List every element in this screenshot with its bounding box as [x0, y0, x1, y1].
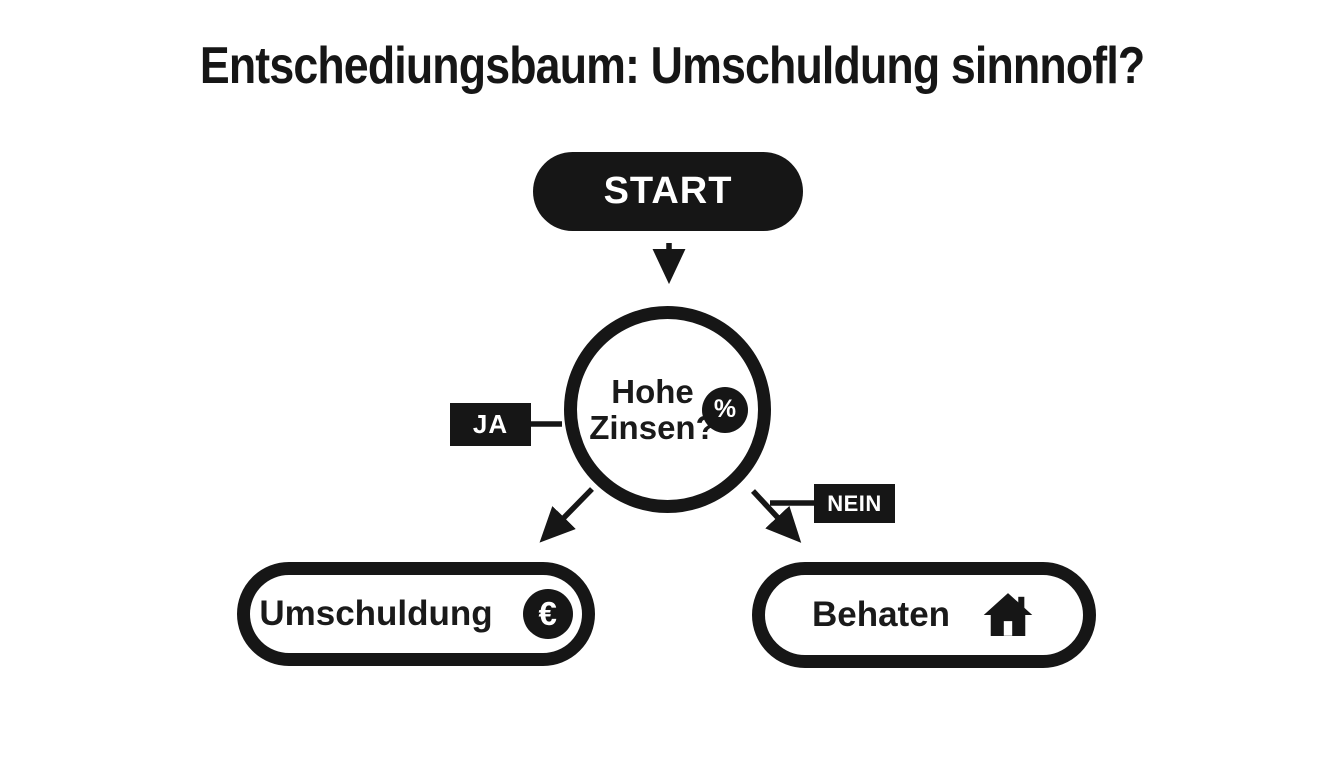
percent-icon-glyph: % [713, 395, 737, 423]
page-title: Entschediungsbaum: Umschuldung sinnnofl? [199, 37, 1145, 95]
outcome-node-umschuldung: Umschuldung € [237, 562, 595, 666]
branch-label-ja: JA [450, 403, 531, 446]
decision-node: Hohe Zinsen? % [564, 306, 771, 513]
house-icon [983, 593, 1033, 636]
decision-label-line2: Zinsen? [589, 408, 716, 446]
start-node-label: START [603, 170, 733, 212]
arrow-decision-to-keep [750, 489, 802, 543]
outcome-node-behaten: Behaten [752, 562, 1096, 668]
start-node: START [533, 152, 803, 231]
euro-icon: € [522, 589, 573, 639]
title-container: Entschediungsbaum: Umschuldung sinnnofl? [0, 36, 1344, 96]
decision-node-label: Hohe Zinsen? [589, 374, 716, 445]
arrow-decision-to-refinance [539, 487, 594, 543]
percent-icon: % [702, 386, 748, 433]
euro-icon-glyph: € [538, 595, 557, 632]
branch-label-nein-text: NEIN [827, 490, 882, 516]
decision-label-line1: Hohe [611, 373, 694, 411]
outcome-umschuldung-label: Umschuldung [259, 594, 493, 633]
branch-label-nein: NEIN [814, 484, 895, 523]
outcome-behaten-label: Behaten [811, 595, 951, 634]
branch-label-ja-text: JA [472, 409, 509, 439]
